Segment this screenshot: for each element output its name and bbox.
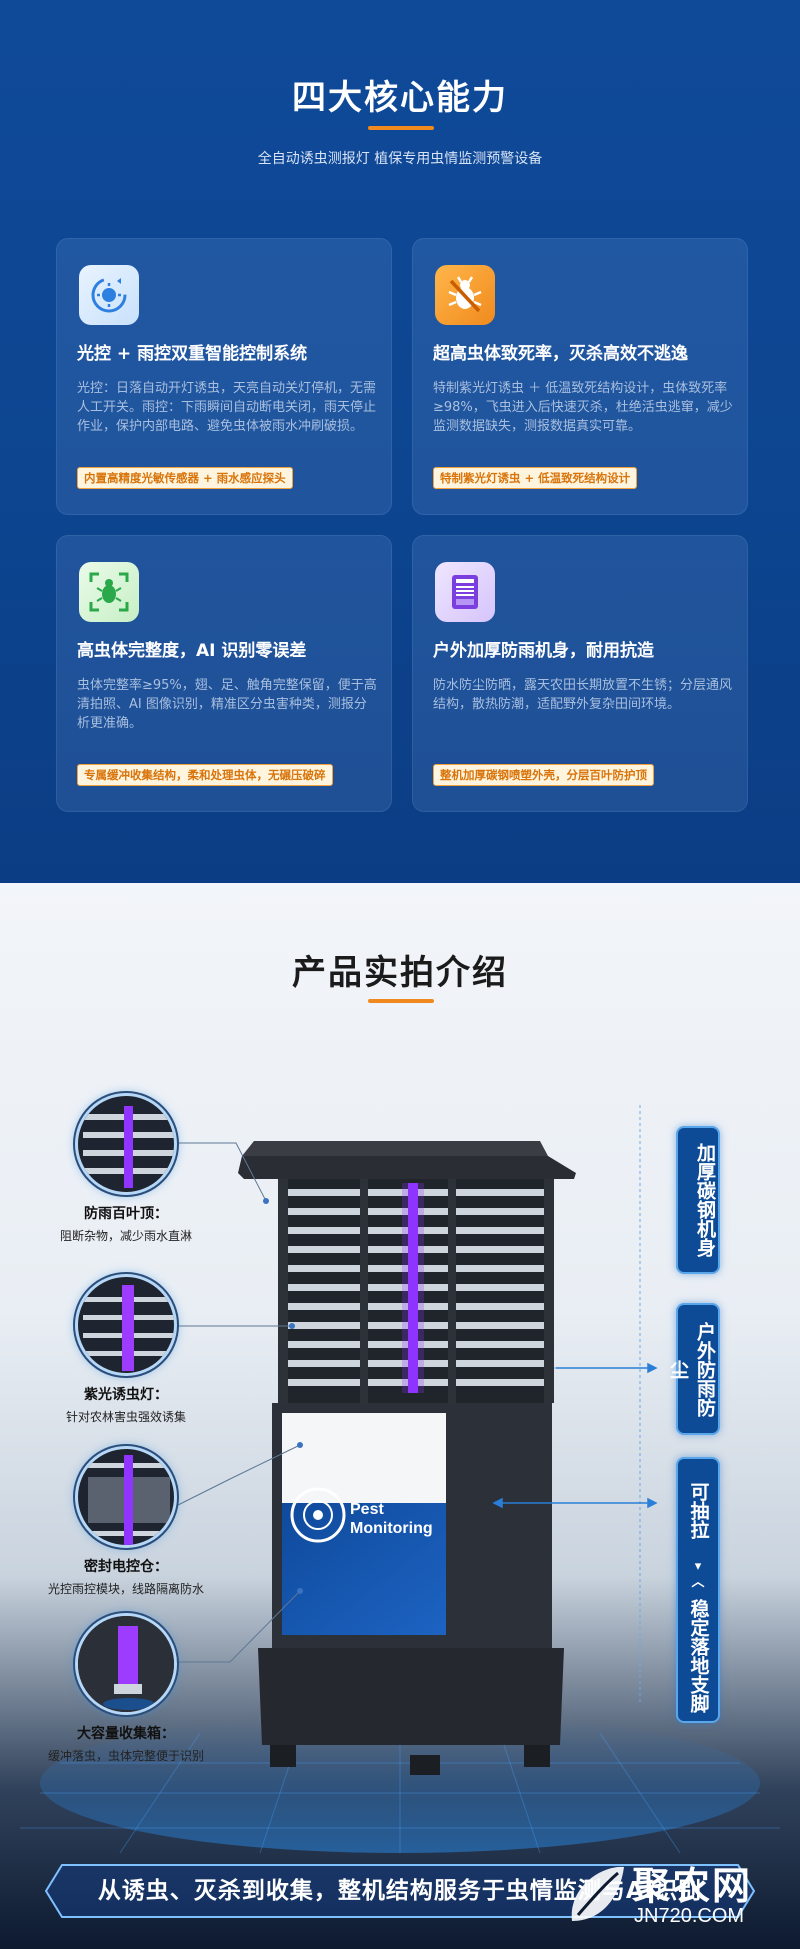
callout-rain-louvre-top: 防雨百叶顶： 阻断杂物，减少雨水直淋 (26, 1093, 226, 1244)
panel-text-line: Monitoring (350, 1520, 433, 1537)
feature-card: 户外加厚防雨机身，耐用抗造 防水防尘防晒，露天农田长期放置不生锈；分层通风结构，… (412, 535, 748, 812)
title-underline (368, 126, 434, 130)
side-label-feet: 稳定落地支脚 (687, 1599, 710, 1713)
card-tag: 整机加厚碳钢喷塑外壳，分层百叶防护顶 (433, 764, 654, 786)
callout-description: 阻断杂物，减少雨水直淋 (59, 1229, 192, 1243)
card-tag: 专属缓冲收集结构，柔和处理虫体，无碾压破碎 (77, 764, 333, 786)
side-label-drawer-feet: 可抽拉 ▾︿ 稳定落地支脚 (676, 1457, 720, 1723)
leaf-logo-icon (571, 1866, 624, 1921)
card-title: 高虫体完整度，AI 识别零误差 (77, 641, 307, 661)
callout-description: 针对农林害虫强效诱集 (65, 1410, 186, 1424)
callout-title: 防雨百叶顶： (84, 1206, 168, 1222)
card-description: 防水防尘防晒，露天农田长期放置不生锈；分层通风结构，散热防潮，适配野外复杂田间环… (433, 678, 733, 712)
product-photo-section: 产品实拍介绍 (0, 883, 800, 1949)
callout-sealed-control-box: 密封电控仓： 光控雨控模块，线路隔离防水 (26, 1446, 226, 1597)
callout-detail-image (75, 1093, 177, 1195)
card-title: 户外加厚防雨机身，耐用抗造 (433, 641, 654, 661)
chevron-icon: ▾︿ (691, 1559, 705, 1590)
watermark-logo: 聚农网 JN720.COM (562, 1853, 782, 1945)
callout-title: 紫光诱虫灯： (84, 1387, 168, 1403)
card-description: 特制紫光灯诱虫 ＋ 低温致死结构设计，虫体致死率≥98%，飞虫进入后快速灭杀，杜… (433, 381, 733, 434)
product-illustration (20, 1105, 780, 1854)
core-abilities-section: 四大核心能力 全自动诱虫测报灯 植保专用虫情监测预警设备 光控 + 雨控双重智能… (0, 0, 800, 883)
callout-detail-image (75, 1274, 177, 1376)
side-label-pullout: 可抽拉 (687, 1481, 710, 1539)
callout-title: 密封电控仓： (84, 1559, 168, 1575)
section-title: 四大核心能力 (292, 78, 508, 118)
watermark-brand: 聚农网 (632, 1864, 753, 1908)
sun-rain-control-icon (79, 265, 139, 325)
feature-card: 高虫体完整度，AI 识别零误差 虫体完整率≥95%，翅、足、触角完整保留，便于高… (56, 535, 392, 812)
callout-description: 缓冲落虫，虫体完整便于识别 (47, 1749, 204, 1763)
watermark-url: JN720.COM (634, 1905, 745, 1927)
panel-text-line: Pest (350, 1501, 384, 1518)
card-title: 超高虫体致死率，灭杀高效不逃逸 (433, 344, 688, 364)
section-subtitle: 全自动诱虫测报灯 植保专用虫情监测预警设备 (257, 151, 543, 167)
device-panel-label: Pest Monitoring (350, 1500, 433, 1538)
feature-card: 光控 + 雨控双重智能控制系统 光控：日落自动开灯诱虫，天亮自动关灯停机，无需人… (56, 238, 392, 515)
cabinet-icon (435, 562, 495, 622)
bug-crossed-icon (435, 265, 495, 325)
callout-title: 大容量收集箱： (77, 1726, 175, 1742)
title-underline (368, 999, 434, 1003)
card-tag: 特制紫光灯诱虫 + 低温致死结构设计 (433, 467, 638, 489)
card-description: 虫体完整率≥95%，翅、足、触角完整保留，便于高清拍照、AI 图像识别，精准区分… (77, 678, 377, 731)
callout-description: 光控雨控模块，线路隔离防水 (47, 1582, 204, 1596)
callout-detail-image (75, 1613, 177, 1715)
feature-card: 超高虫体致死率，灭杀高效不逃逸 特制紫光灯诱虫 ＋ 低温致死结构设计，虫体致死率… (412, 238, 748, 515)
card-tag: 内置高精度光敏传感器 + 雨水感应探头 (77, 467, 293, 489)
card-title: 光控 + 雨控双重智能控制系统 (77, 344, 308, 364)
callout-detail-image (75, 1446, 177, 1548)
bug-scan-icon (79, 562, 139, 622)
callout-purple-lamp: 紫光诱虫灯： 针对农林害虫强效诱集 (26, 1274, 226, 1425)
card-description: 光控：日落自动开灯诱虫，天亮自动关灯停机，无需人工开关。雨控：下雨瞬间自动断电关… (77, 381, 377, 434)
side-label-carbon-steel: 加厚碳钢机身 (676, 1126, 720, 1274)
side-label-weatherproof: 户外防雨防尘 (667, 1303, 720, 1435)
section-title: 产品实拍介绍 (292, 953, 508, 993)
callout-collection-box: 大容量收集箱： 缓冲落虫，虫体完整便于识别 (26, 1613, 226, 1764)
